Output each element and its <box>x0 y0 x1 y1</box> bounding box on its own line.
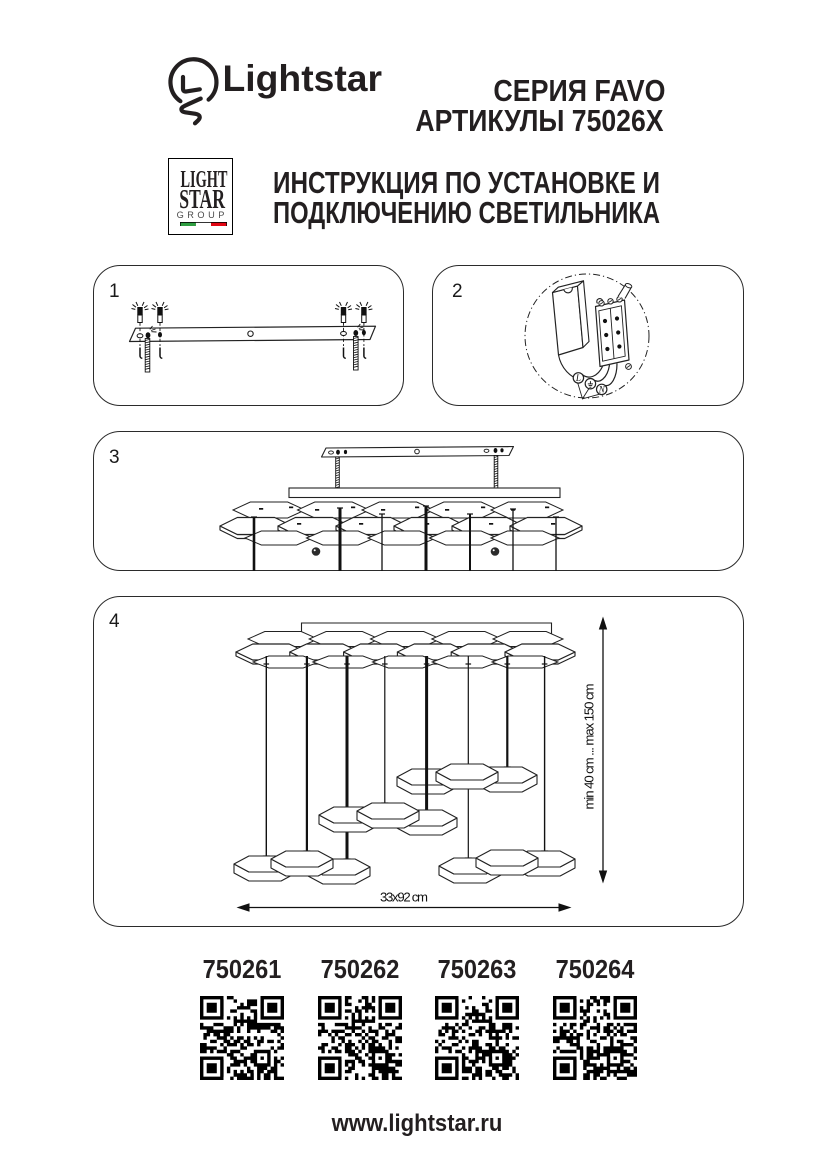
svg-text:33x92 cm: 33x92 cm <box>380 890 428 905</box>
svg-text:min 40 cm ... max 150 cm: min 40 cm ... max 150 cm <box>582 684 597 810</box>
svg-text:L: L <box>575 373 581 383</box>
svg-text:N: N <box>598 385 606 395</box>
